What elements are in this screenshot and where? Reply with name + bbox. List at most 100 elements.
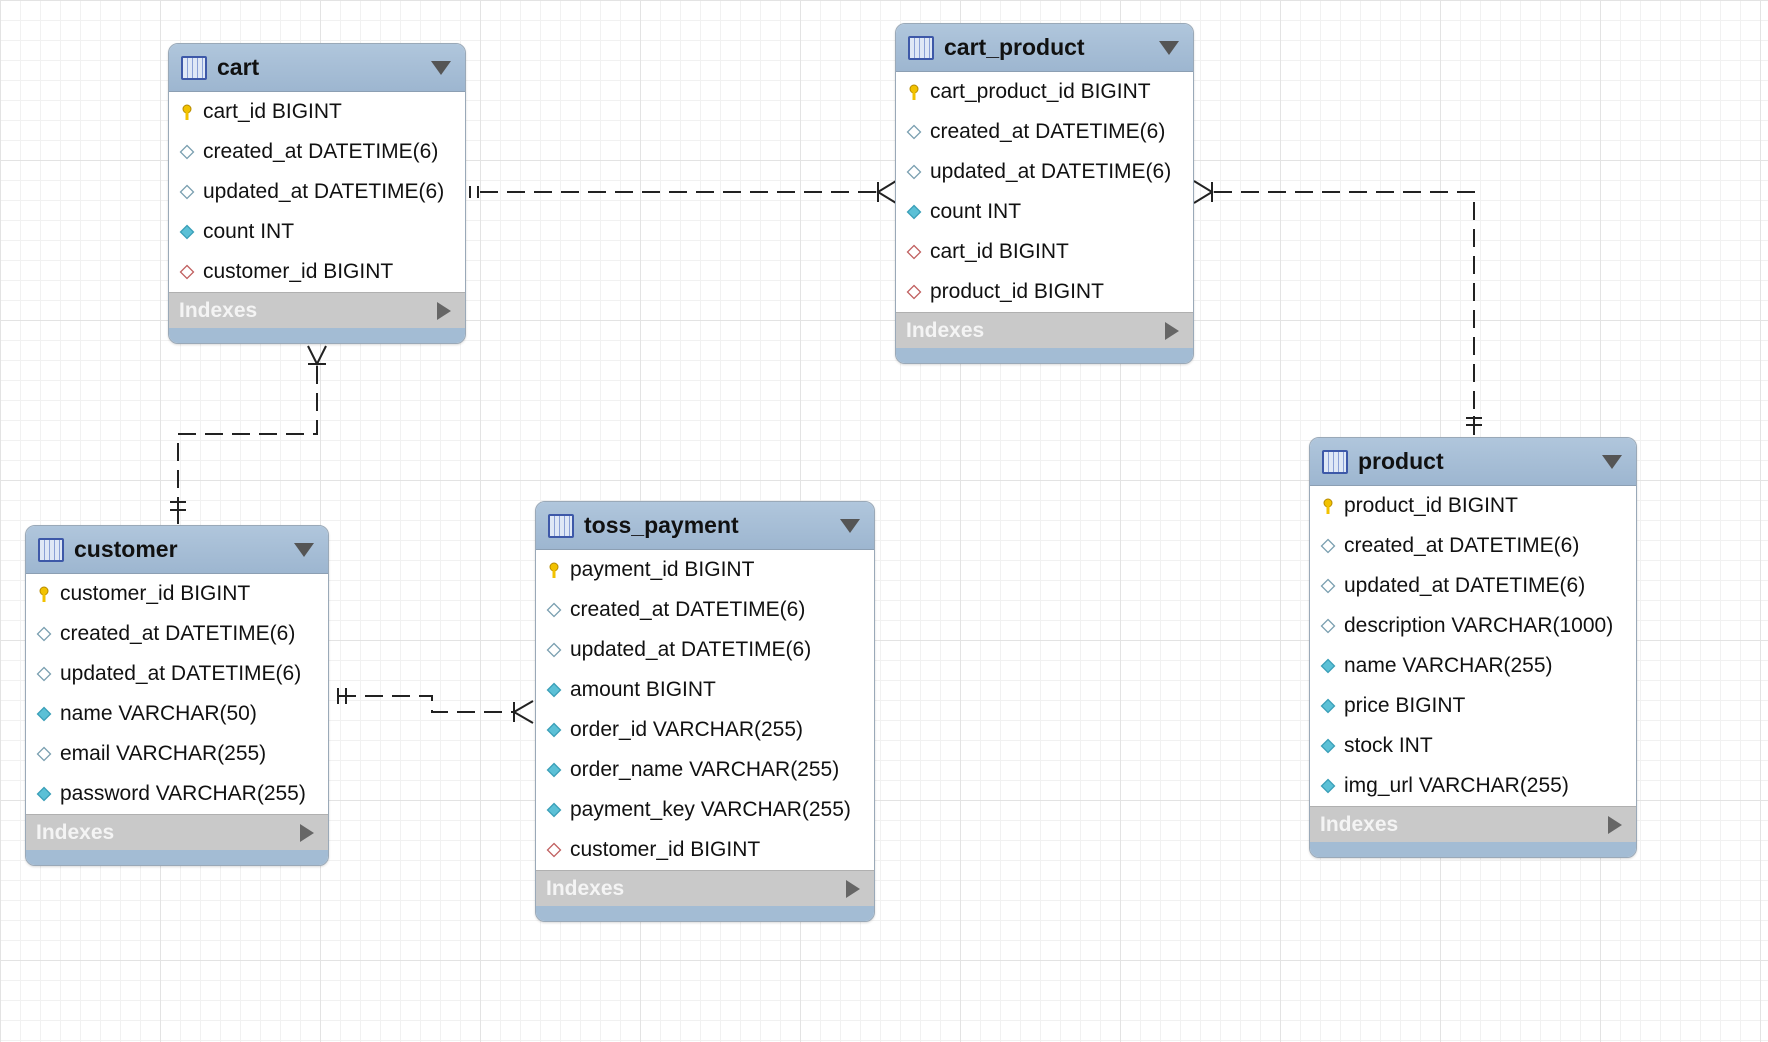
column-row[interactable]: order_name VARCHAR(255) — [536, 750, 874, 790]
column-row[interactable]: updated_at DATETIME(6) — [1310, 566, 1636, 606]
column-label: price BIGINT — [1344, 694, 1466, 717]
indexes-section[interactable]: Indexes — [536, 870, 874, 906]
table-header[interactable]: product — [1310, 438, 1636, 486]
indexes-section[interactable]: Indexes — [169, 292, 465, 328]
table-product[interactable]: product product_id BIGINT created_at DATET… — [1309, 437, 1637, 858]
table-header[interactable]: cart_product — [896, 24, 1193, 72]
nullable-column-icon — [179, 184, 195, 200]
not-null-column-icon — [1320, 658, 1336, 674]
column-row[interactable]: created_at DATETIME(6) — [169, 132, 465, 172]
relationship-customer-toss-payment-one-marker — [337, 688, 347, 704]
table-name: cart — [217, 54, 260, 80]
column-label: customer_id BIGINT — [570, 838, 761, 861]
nullable-column-icon — [1320, 578, 1336, 594]
column-row[interactable]: customer_id BIGINT — [536, 830, 874, 870]
table-header[interactable]: cart — [169, 44, 465, 92]
expand-arrow-icon[interactable] — [300, 823, 314, 842]
column-row[interactable]: name VARCHAR(255) — [1310, 646, 1636, 686]
not-null-column-icon — [546, 802, 562, 818]
column-label: updated_at DATETIME(6) — [60, 662, 302, 685]
nullable-column-icon — [179, 144, 195, 160]
collapse-arrow-icon[interactable] — [840, 518, 860, 533]
column-label: customer_id BIGINT — [60, 582, 251, 605]
column-row[interactable]: email VARCHAR(255) — [26, 734, 328, 774]
collapse-arrow-icon[interactable] — [294, 542, 314, 557]
column-row[interactable]: updated_at DATETIME(6) — [169, 172, 465, 212]
column-row[interactable]: description VARCHAR(1000) — [1310, 606, 1636, 646]
column-row[interactable]: product_id BIGINT — [1310, 486, 1636, 526]
column-row[interactable]: count INT — [169, 212, 465, 252]
nullable-column-icon — [36, 626, 52, 642]
column-row[interactable]: password VARCHAR(255) — [26, 774, 328, 814]
column-label: order_id VARCHAR(255) — [570, 718, 804, 741]
primary-key-icon — [179, 104, 195, 120]
nullable-column-icon — [906, 124, 922, 140]
relationship-customer-cart-many-marker — [307, 345, 327, 367]
relationship-customer-toss-payment — [338, 695, 514, 713]
column-label: product_id BIGINT — [1344, 494, 1518, 517]
column-label: updated_at DATETIME(6) — [930, 160, 1172, 183]
foreign-key-column-icon — [546, 842, 562, 858]
expand-arrow-icon[interactable] — [846, 879, 860, 898]
primary-key-icon — [906, 84, 922, 100]
column-row[interactable]: updated_at DATETIME(6) — [896, 152, 1193, 192]
table-header[interactable]: customer — [26, 526, 328, 574]
column-row[interactable]: payment_key VARCHAR(255) — [536, 790, 874, 830]
expand-arrow-icon[interactable] — [437, 301, 451, 320]
column-row[interactable]: updated_at DATETIME(6) — [26, 654, 328, 694]
expand-arrow-icon[interactable] — [1608, 815, 1622, 834]
column-row[interactable]: created_at DATETIME(6) — [26, 614, 328, 654]
relationship-customer-toss-payment-many-marker — [512, 700, 534, 724]
column-row[interactable]: stock INT — [1310, 726, 1636, 766]
not-null-column-icon — [179, 224, 195, 240]
table-cart[interactable]: cart cart_id BIGINT created_at DATETIME(6)… — [168, 43, 466, 344]
column-row[interactable]: price BIGINT — [1310, 686, 1636, 726]
column-row[interactable]: updated_at DATETIME(6) — [536, 630, 874, 670]
column-row[interactable]: product_id BIGINT — [896, 272, 1193, 312]
table-name: cart_product — [944, 34, 1085, 60]
column-row[interactable]: cart_id BIGINT — [896, 232, 1193, 272]
column-label: cart_id BIGINT — [203, 100, 342, 123]
column-row[interactable]: img_url VARCHAR(255) — [1310, 766, 1636, 806]
collapse-arrow-icon[interactable] — [1159, 40, 1179, 55]
collapse-arrow-icon[interactable] — [1602, 454, 1622, 469]
not-null-column-icon — [1320, 778, 1336, 794]
column-row[interactable]: payment_id BIGINT — [536, 550, 874, 590]
relationship-cart-cart-product-many-marker — [876, 180, 897, 204]
indexes-section[interactable]: Indexes — [26, 814, 328, 850]
table-header[interactable]: toss_payment — [536, 502, 874, 550]
nullable-column-icon — [36, 746, 52, 762]
column-label: created_at DATETIME(6) — [203, 140, 439, 163]
column-row[interactable]: count INT — [896, 192, 1193, 232]
not-null-column-icon — [36, 786, 52, 802]
column-row[interactable]: created_at DATETIME(6) — [536, 590, 874, 630]
not-null-column-icon — [36, 706, 52, 722]
indexes-section[interactable]: Indexes — [896, 312, 1193, 348]
column-row[interactable]: name VARCHAR(50) — [26, 694, 328, 734]
column-row[interactable]: order_id VARCHAR(255) — [536, 710, 874, 750]
column-label: created_at DATETIME(6) — [570, 598, 806, 621]
expand-arrow-icon[interactable] — [1165, 321, 1179, 340]
table-icon — [908, 35, 934, 60]
not-null-column-icon — [1320, 738, 1336, 754]
column-row[interactable]: cart_product_id BIGINT — [896, 72, 1193, 112]
column-label: created_at DATETIME(6) — [1344, 534, 1580, 557]
column-row[interactable]: created_at DATETIME(6) — [1310, 526, 1636, 566]
collapse-arrow-icon[interactable] — [431, 60, 451, 75]
indexes-label: Indexes — [546, 876, 625, 900]
table-customer[interactable]: customer customer_id BIGINT created_at DAT… — [25, 525, 329, 866]
column-row[interactable]: amount BIGINT — [536, 670, 874, 710]
column-label: order_name VARCHAR(255) — [570, 758, 840, 781]
column-label: payment_key VARCHAR(255) — [570, 798, 851, 821]
column-row[interactable]: customer_id BIGINT — [169, 252, 465, 292]
column-row[interactable]: customer_id BIGINT — [26, 574, 328, 614]
table-icon — [38, 537, 64, 562]
column-label: email VARCHAR(255) — [60, 742, 267, 765]
indexes-section[interactable]: Indexes — [1310, 806, 1636, 842]
column-row[interactable]: cart_id BIGINT — [169, 92, 465, 132]
column-row[interactable]: created_at DATETIME(6) — [896, 112, 1193, 152]
